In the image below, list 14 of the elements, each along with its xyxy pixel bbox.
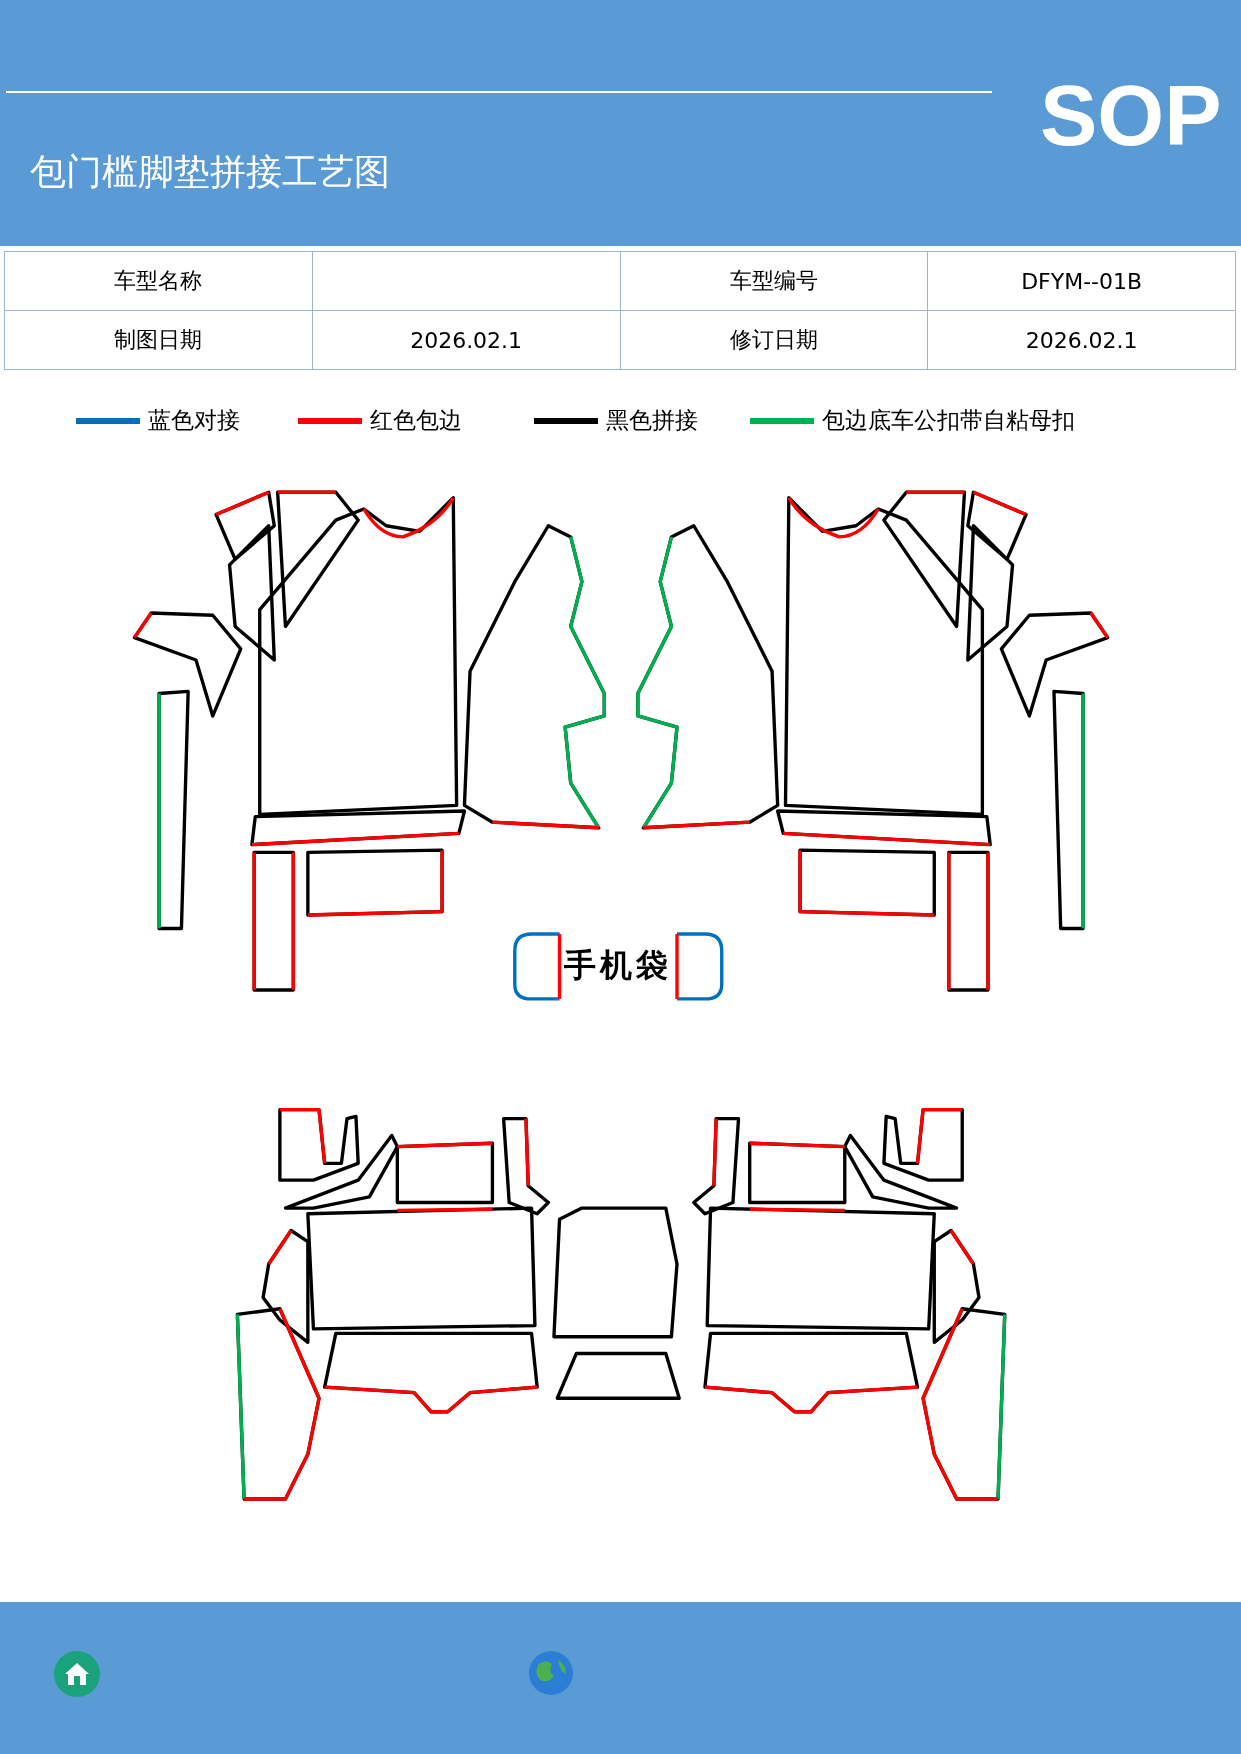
- title: 包门槛脚垫拼接工艺图: [30, 150, 390, 194]
- legend-text: 红色包边: [370, 406, 462, 435]
- table-cell: 制图日期: [4, 310, 313, 370]
- table-cell: 修订日期: [620, 310, 928, 370]
- legend-text: 包边底车公扣带自粘母扣: [822, 406, 1075, 435]
- legend-text: 蓝色对接: [148, 406, 240, 435]
- table-cell: 2026.02.1: [927, 310, 1236, 370]
- table-cell: 车型编号: [620, 251, 928, 311]
- table-cell: 2026.02.1: [312, 310, 620, 370]
- sop-heading: SOP: [1040, 66, 1222, 165]
- pocket-label: 手机袋: [564, 945, 672, 986]
- table-cell: DFYM--01B: [927, 251, 1236, 311]
- table-cell: 车型名称: [4, 251, 313, 311]
- legend-text: 黑色拼接: [606, 406, 698, 435]
